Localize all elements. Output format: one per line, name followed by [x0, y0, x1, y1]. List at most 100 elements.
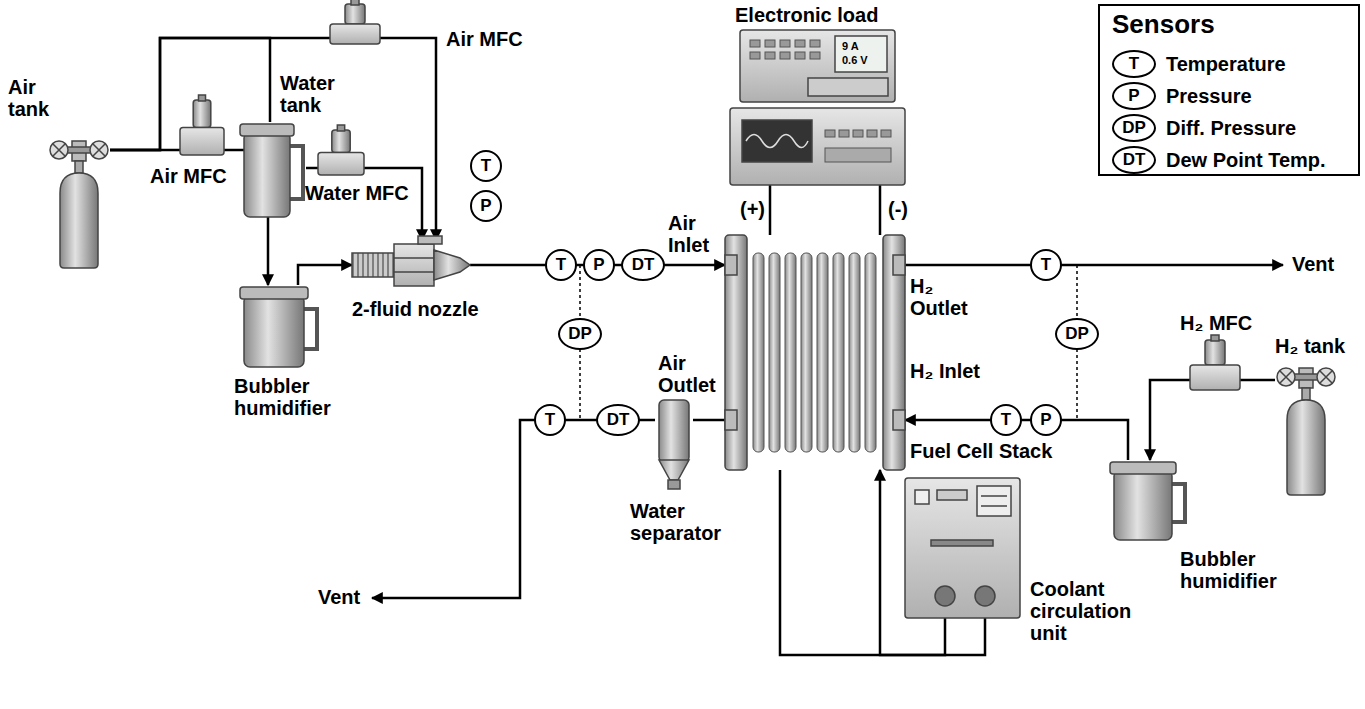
component-label: Air MFC	[446, 28, 523, 50]
sensor-symbol: T	[534, 404, 566, 436]
sensor-code: DP	[1065, 325, 1089, 343]
component-label: Water separator	[630, 500, 730, 544]
bubbler-humidifier: Bubbler humidifier	[238, 285, 320, 367]
pipe-connector	[693, 419, 725, 422]
air-tank: Air tank	[48, 138, 110, 268]
water-separator: Water separator	[655, 400, 693, 490]
sensor-code: T	[545, 411, 555, 429]
legend-text: Dew Point Temp.	[1166, 149, 1326, 171]
hydrogen-tank-illustration	[1275, 365, 1337, 495]
legend-sample: T	[1112, 50, 1156, 78]
water-tank-illustration	[238, 122, 306, 217]
component-label: Water tank	[280, 72, 355, 116]
fuel-cell-stack-illustration	[725, 235, 905, 470]
pipe-connector	[380, 38, 436, 240]
hydrogen-tank: H₂ tank	[1275, 365, 1337, 495]
component-label: H₂ MFC	[1180, 312, 1252, 334]
sensor-code: DT	[1123, 151, 1146, 169]
pipe-connector	[1240, 379, 1275, 382]
sensor-symbol: DP	[1055, 318, 1099, 350]
component-label: Coolant circulation unit	[1030, 578, 1142, 644]
mass-flow-controller-illustration	[330, 4, 380, 44]
component-label: 2-fluid nozzle	[352, 298, 479, 320]
sensor-code: DT	[607, 411, 630, 429]
sensor-symbol: DT	[621, 249, 665, 281]
sensor-code: DP	[1122, 119, 1146, 137]
electronic-load: Electronic load9 A0.6 V	[730, 30, 905, 185]
legend-text: Temperature	[1166, 53, 1286, 75]
vent-label: Vent	[318, 586, 360, 608]
coolant-circulation-unit-illustration	[905, 478, 1020, 618]
mass-flow-controller: Air MFC	[180, 100, 224, 155]
sensor-symbol: T	[470, 150, 502, 182]
sensor-code: T	[556, 256, 566, 274]
bubbler-humidifier-illustration	[238, 285, 320, 367]
component-label: Air tank	[8, 76, 63, 120]
pipe-connector	[1150, 380, 1190, 460]
vent-line	[905, 264, 1283, 267]
sensor-code: DP	[568, 325, 592, 343]
sensor-code: T	[1001, 411, 1011, 429]
mass-flow-controller-illustration	[180, 100, 224, 155]
legend-sample: DT	[1112, 146, 1156, 174]
mass-flow-controller: H₂ MFC	[1190, 340, 1240, 390]
component-label: Electronic load	[735, 4, 878, 26]
pipe-connector	[306, 167, 318, 170]
sensor-symbol: P	[583, 249, 615, 281]
water-tank: Water tank	[238, 122, 306, 217]
component-label: Bubbler humidifier	[234, 375, 344, 419]
mass-flow-controller: Water MFC	[318, 130, 364, 175]
vent-label: Vent	[1292, 253, 1334, 275]
sensor-code: T	[1129, 55, 1139, 73]
sensor-symbol: DT	[596, 404, 640, 436]
display-reading: 9 A	[842, 40, 859, 53]
sensor-code: P	[480, 197, 491, 215]
sensor-code: T	[1041, 256, 1051, 274]
coolant-circulation-unit: Coolant circulation unit	[905, 478, 1020, 618]
sensor-symbol: T	[545, 249, 577, 281]
sensor-legend: SensorsT TemperatureP PressureDP Diff. Pres…	[1098, 4, 1360, 176]
bubbler-humidifier-illustration	[1108, 460, 1188, 540]
legend-title: Sensors	[1112, 10, 1215, 38]
sensor-symbol: T	[1030, 249, 1062, 281]
port-label: Air Outlet	[658, 352, 728, 396]
legend-sample: P	[1112, 82, 1156, 110]
sensor-symbol: DP	[558, 318, 602, 350]
component-label: Bubbler humidifier	[1180, 548, 1290, 592]
vent-line	[372, 420, 655, 598]
terminal-label: (-)	[888, 198, 908, 220]
electronic-load-illustration	[730, 30, 905, 185]
legend-text: Diff. Pressure	[1166, 117, 1296, 139]
pipe-connector	[298, 265, 352, 285]
sensor-code: P	[1128, 87, 1139, 105]
legend-text: Pressure	[1166, 85, 1252, 107]
sensor-symbol: T	[990, 404, 1022, 436]
mass-flow-controller: Air MFC	[330, 4, 380, 44]
mass-flow-controller-illustration	[318, 130, 364, 175]
sensor-code: T	[481, 157, 491, 175]
two-fluid-nozzle-illustration	[352, 240, 470, 290]
terminal-label: (+)	[740, 198, 765, 220]
component-label: H₂ tank	[1275, 335, 1345, 357]
pipe-connector	[769, 185, 772, 235]
two-fluid-nozzle: 2-fluid nozzle	[352, 240, 470, 290]
pipe-connector	[879, 185, 882, 235]
bubbler-humidifier: Bubbler humidifier	[1108, 460, 1188, 540]
port-label: H₂ Outlet	[910, 275, 980, 319]
component-label: Fuel Cell Stack	[910, 440, 1052, 462]
water-separator-illustration	[655, 400, 693, 490]
sensor-symbol: P	[470, 190, 502, 222]
sensor-code: P	[593, 256, 604, 274]
legend-sample: DP	[1112, 114, 1156, 142]
pipe-connector	[364, 168, 422, 240]
fuel-cell-stack: Fuel Cell Stack	[725, 235, 905, 470]
mass-flow-controller-illustration	[1190, 340, 1240, 390]
component-label: Water MFC	[305, 182, 409, 204]
display-reading: 0.6 V	[842, 54, 868, 67]
sensor-symbol: P	[1030, 404, 1062, 436]
port-label: H₂ Inlet	[910, 360, 980, 382]
component-label: Air MFC	[150, 165, 227, 187]
sensor-code: DT	[632, 256, 655, 274]
port-label: Air Inlet	[668, 212, 723, 256]
air-tank-illustration	[48, 138, 110, 268]
